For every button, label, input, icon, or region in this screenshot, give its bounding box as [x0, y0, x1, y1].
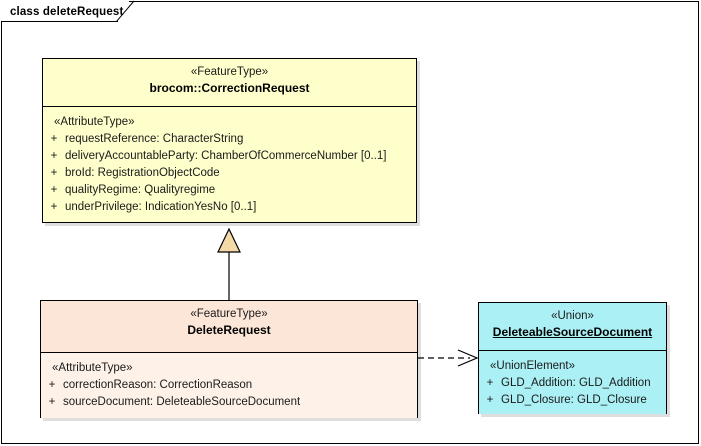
attribute-row[interactable]: + requestReference: CharacterString [43, 131, 416, 148]
class-box-correction-request[interactable]: «FeatureType» brocom::CorrectionRequest … [42, 58, 417, 223]
attribute-row[interactable]: + broId: RegistrationObjectCode [43, 165, 416, 182]
diagram-title-label: class deleteRequest [10, 5, 124, 18]
diagram-title-tab-underline [1, 21, 118, 22]
attribute-label: deliveryAccountableParty: ChamberOfComme… [65, 150, 387, 162]
attribute-label: qualityRegime: Qualityregime [65, 184, 216, 196]
attribute-row[interactable]: + GLD_Addition: GLD_Addition [479, 375, 666, 392]
class-box-deleteable-source-document[interactable]: «Union» DeleteableSourceDocument «UnionE… [478, 302, 667, 414]
attribute-visibility: + [48, 396, 56, 408]
generalization-triangle-arrowhead [217, 227, 241, 253]
attribute-visibility: + [50, 133, 58, 145]
diagram-title-tab: class deleteRequest [1, 1, 130, 22]
attributes-compartment-deleteable-source-document: «UnionElement» + GLD_Addition: GLD_Addit… [479, 351, 666, 414]
attribute-row[interactable]: + underPrivilege: IndicationYesNo [0..1] [43, 199, 416, 216]
attribute-visibility: + [486, 377, 494, 389]
attribute-row[interactable]: + GLD_Closure: GLD_Closure [479, 392, 666, 409]
attributes-compartment-delete-request: «AttributeType» + correctionReason: Corr… [41, 353, 417, 418]
class-title: brocom::CorrectionRequest [149, 81, 310, 95]
class-title: DeleteableSourceDocument [492, 325, 653, 339]
attribute-label: GLD_Addition: GLD_Addition [501, 377, 651, 389]
compartment-stereotype: «AttributeType» [54, 116, 135, 128]
class-stereotype: «FeatureType» [190, 66, 269, 78]
dependency-connector [418, 349, 479, 367]
compartment-stereotype: «AttributeType» [52, 362, 133, 374]
dependency-open-arrowhead [457, 349, 479, 367]
attributes-compartment-correction-request: «AttributeType» + requestReference: Char… [43, 107, 416, 223]
attribute-visibility: + [486, 394, 494, 406]
attribute-label: sourceDocument: DeleteableSourceDocument [63, 396, 301, 408]
attribute-row[interactable]: + deliveryAccountableParty: ChamberOfCom… [43, 148, 416, 165]
attribute-visibility: + [50, 201, 58, 213]
attribute-visibility: + [50, 184, 58, 196]
attribute-label: GLD_Closure: GLD_Closure [501, 394, 647, 406]
class-stereotype: «Union» [551, 310, 594, 322]
attribute-label: correctionReason: CorrectionReason [63, 379, 253, 391]
generalization-connector [217, 227, 241, 300]
attribute-row[interactable]: + qualityRegime: Qualityregime [43, 182, 416, 199]
attribute-row[interactable]: + sourceDocument: DeleteableSourceDocume… [41, 394, 417, 411]
attribute-visibility: + [48, 379, 56, 391]
class-stereotype: «FeatureType» [190, 308, 268, 320]
class-box-delete-request[interactable]: «FeatureType» DeleteRequest «AttributeTy… [40, 300, 418, 418]
class-header-correction-request: «FeatureType» brocom::CorrectionRequest [43, 59, 416, 107]
attribute-row[interactable]: + correctionReason: CorrectionReason [41, 377, 417, 394]
class-header-delete-request: «FeatureType» DeleteRequest [41, 301, 417, 353]
attribute-label: underPrivilege: IndicationYesNo [0..1] [65, 201, 257, 213]
attribute-visibility: + [50, 167, 58, 179]
attribute-label: broId: RegistrationObjectCode [65, 167, 220, 179]
attribute-visibility: + [50, 150, 58, 162]
class-header-deleteable-source-document: «Union» DeleteableSourceDocument [479, 303, 666, 351]
attribute-label: requestReference: CharacterString [65, 133, 244, 145]
class-title: DeleteRequest [187, 323, 271, 337]
compartment-stereotype: «UnionElement» [490, 360, 576, 372]
